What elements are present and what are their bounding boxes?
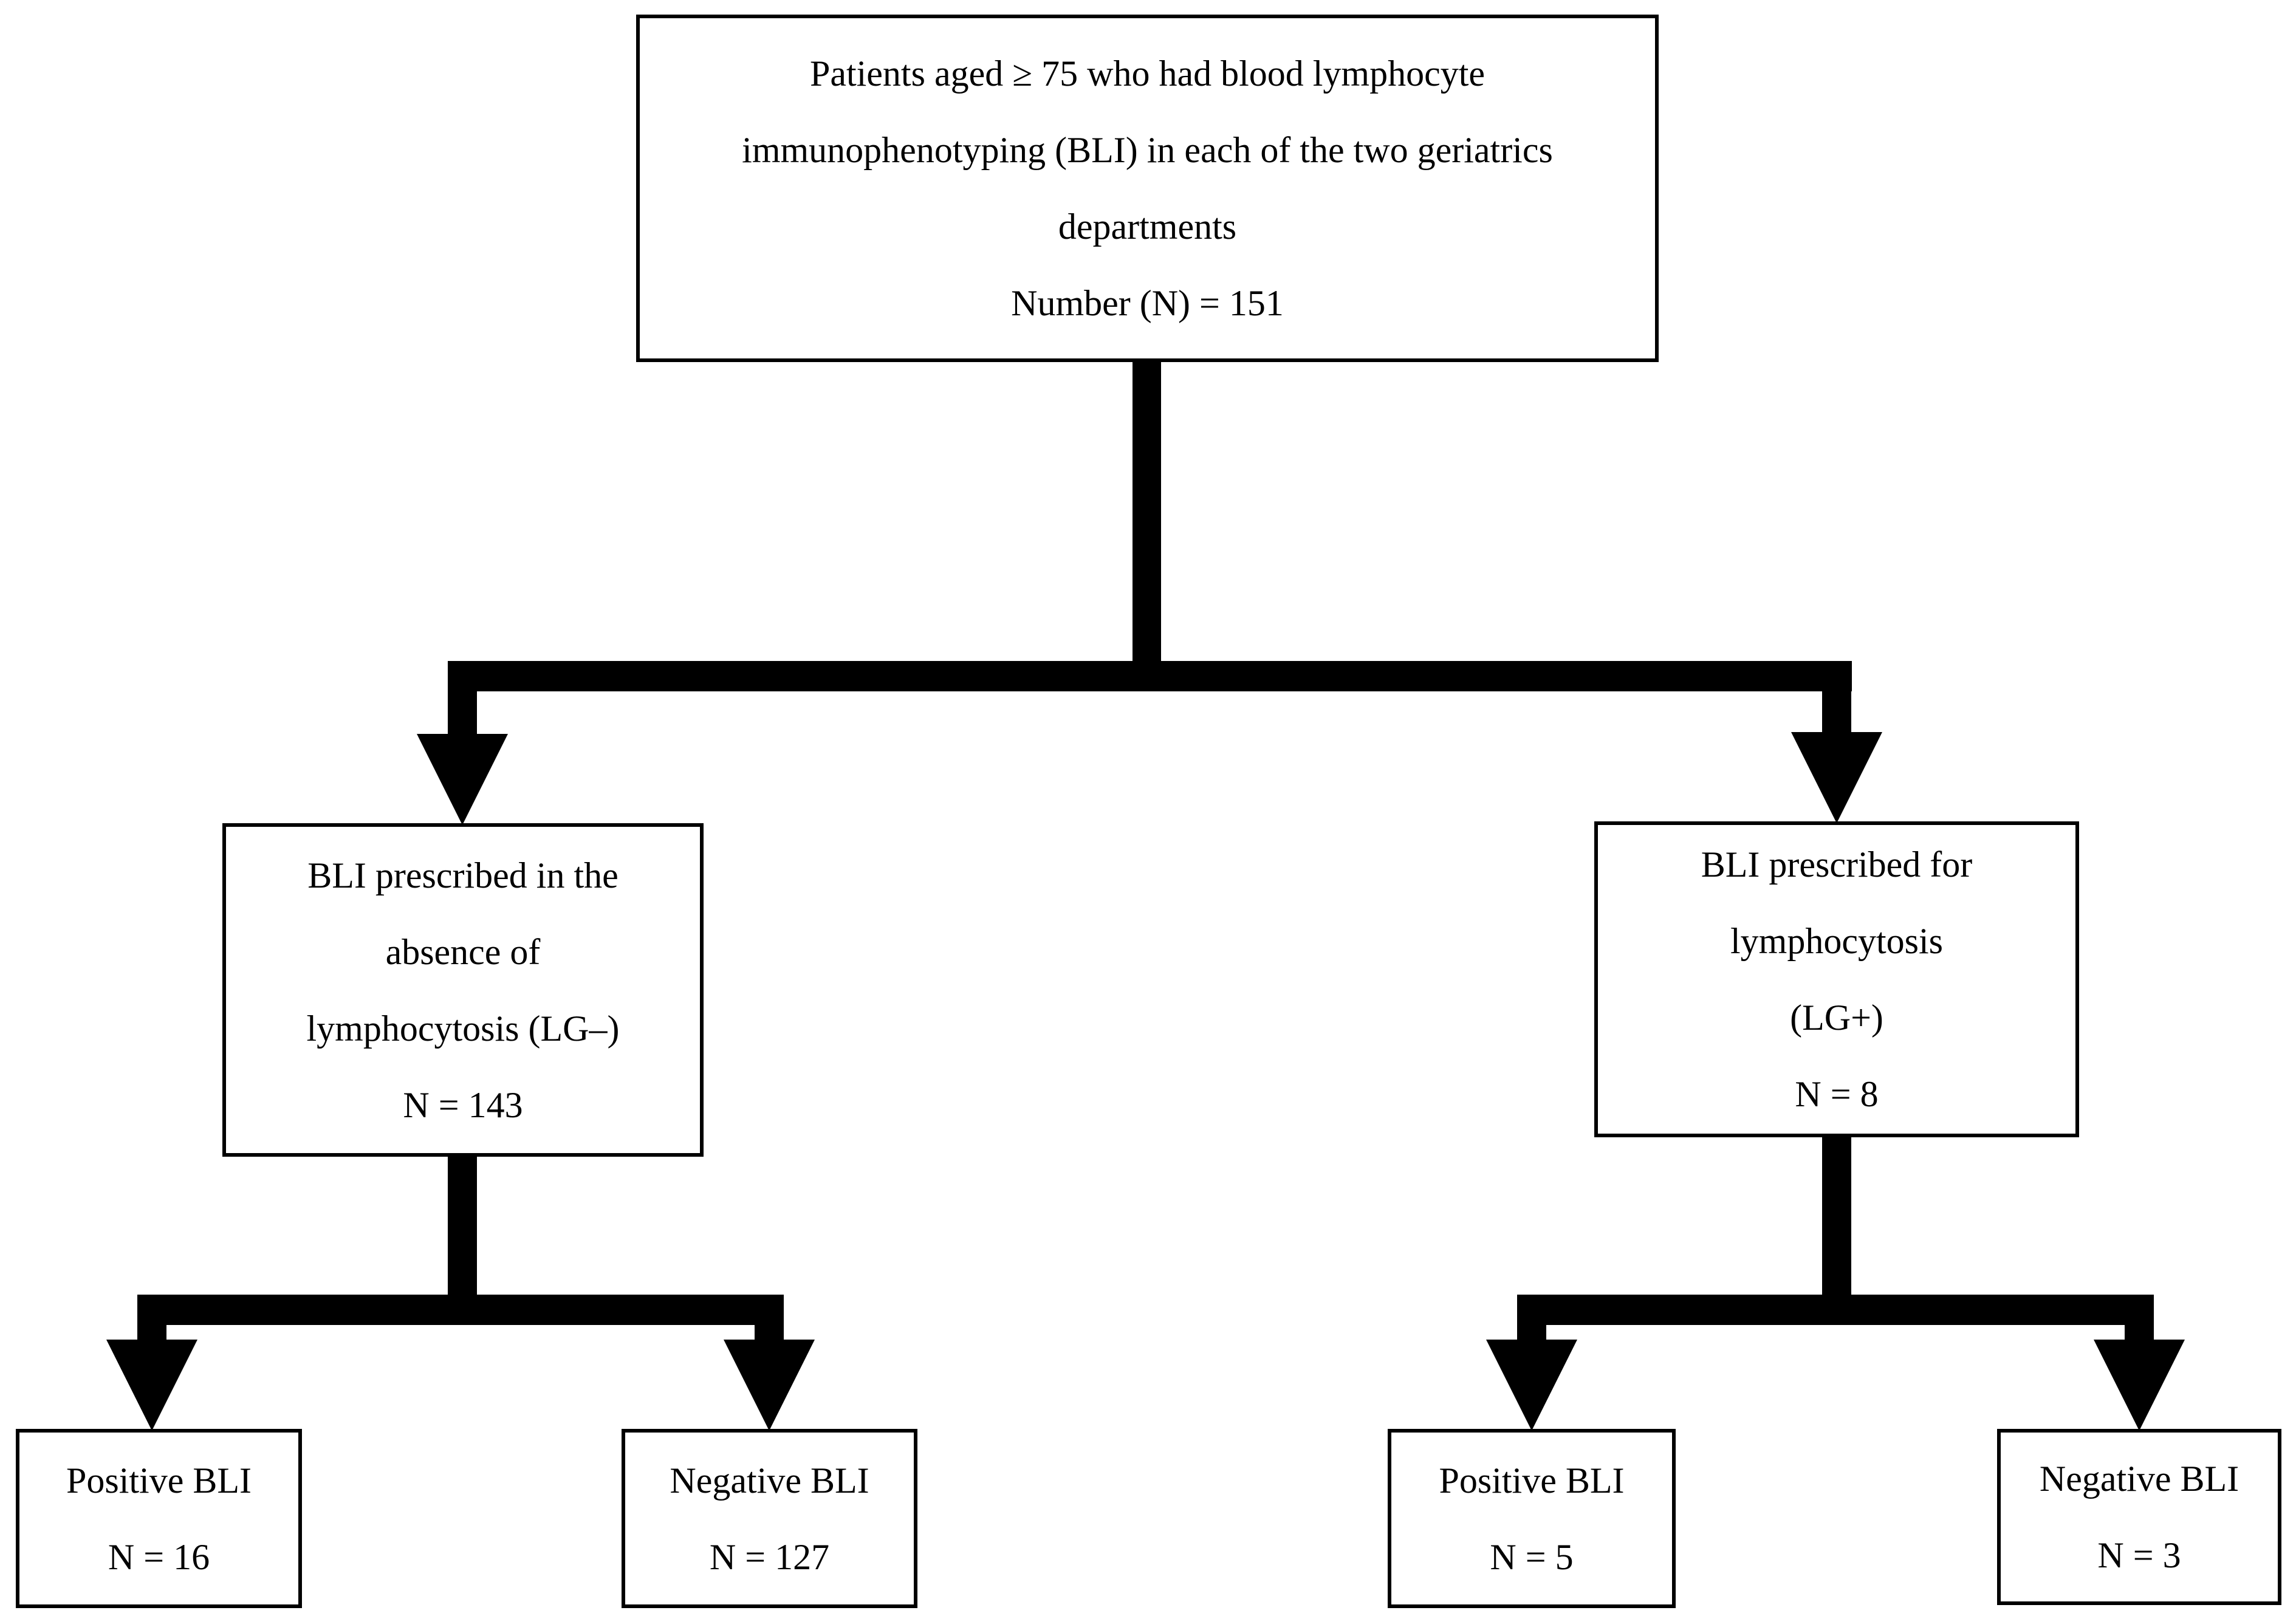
node-count-line: N = 5 — [1490, 1536, 1574, 1577]
node-text-line: lymphocytosis — [1730, 921, 1943, 961]
node-negative-bli-lgpos: Negative BLI N = 3 — [1997, 1429, 2281, 1605]
node-text-line: absence of — [385, 931, 541, 972]
node-text-line: Positive BLI — [66, 1460, 252, 1501]
node-text-line: immunophenotyping (BLI) in each of the t… — [742, 130, 1553, 170]
node-negative-bli-lgneg: Negative BLI N = 127 — [622, 1429, 917, 1608]
node-bli-no-lymphocytosis: BLI prescribed in the absence of lymphoc… — [222, 823, 704, 1157]
node-text-line: BLI prescribed for — [1701, 844, 1973, 885]
connector-stem-lgpos — [1822, 1134, 1851, 1296]
node-text-line: BLI prescribed in the — [307, 855, 619, 895]
arrow-down-icon — [2094, 1340, 2185, 1431]
node-count-line: N = 127 — [709, 1536, 830, 1577]
connector-stem-root — [1133, 358, 1161, 690]
connector-drop-left — [448, 691, 477, 736]
node-bli-for-lymphocytosis: BLI prescribed for lymphocytosis (LG+) N… — [1594, 821, 2079, 1137]
arrow-down-icon — [106, 1340, 197, 1431]
node-text-line: (LG+) — [1790, 998, 1883, 1038]
arrow-down-icon — [724, 1340, 815, 1431]
connector-bar-right — [1517, 1295, 2154, 1325]
connector-stem-lgneg — [448, 1153, 477, 1296]
node-count-line: Number (N) = 151 — [1011, 283, 1284, 323]
connector-bar-left — [137, 1295, 784, 1325]
node-text-line: lymphocytosis (LG–) — [306, 1008, 620, 1049]
arrow-down-icon — [417, 734, 508, 825]
node-positive-bli-lgpos: Positive BLI N = 5 — [1388, 1429, 1676, 1608]
node-text-line: Negative BLI — [2039, 1459, 2239, 1499]
node-count-line: N = 143 — [403, 1084, 523, 1125]
connector-bar-level1 — [448, 661, 1852, 691]
node-count-line: N = 16 — [108, 1536, 210, 1577]
arrow-down-icon — [1791, 732, 1882, 823]
node-count-line: N = 8 — [1795, 1074, 1879, 1114]
node-positive-bli-lgneg: Positive BLI N = 16 — [16, 1429, 302, 1608]
node-count-line: N = 3 — [2097, 1535, 2181, 1575]
node-text-line: departments — [1058, 207, 1237, 247]
node-text-line: Negative BLI — [670, 1460, 869, 1501]
node-text-line: Positive BLI — [1439, 1460, 1625, 1501]
arrow-down-icon — [1486, 1340, 1577, 1431]
connector-drop-right — [1822, 691, 1851, 736]
node-text-line: Patients aged ≥ 75 who had blood lymphoc… — [809, 53, 1486, 94]
node-patients-total: Patients aged ≥ 75 who had blood lymphoc… — [636, 15, 1659, 362]
